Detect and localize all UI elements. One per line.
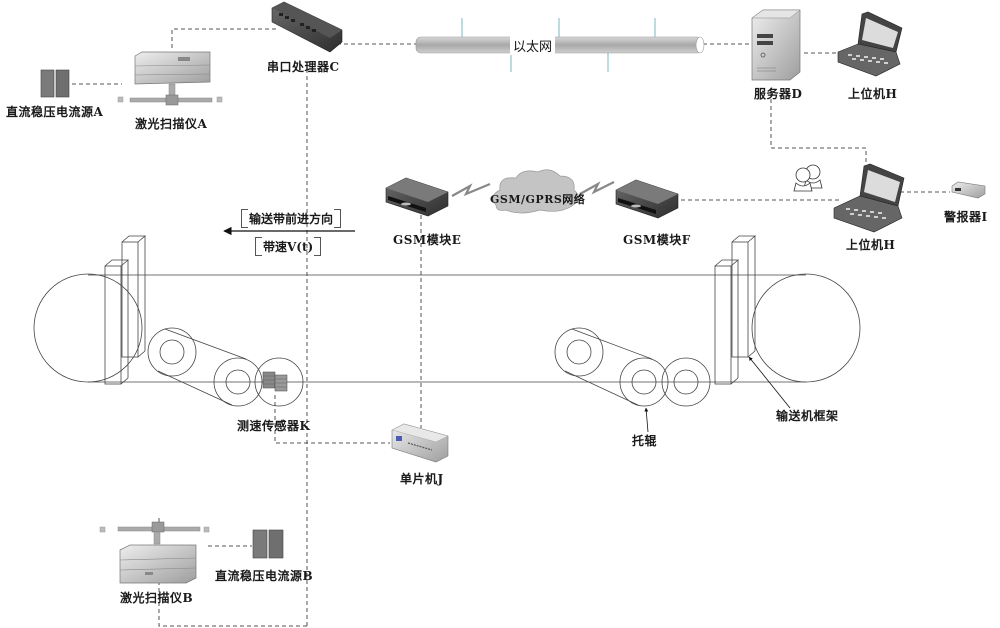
line-laser-a-to-serial-c xyxy=(171,28,278,48)
roller xyxy=(213,357,263,407)
frame-right xyxy=(714,235,757,385)
speed-sensor-k-icon xyxy=(262,371,288,392)
roller-label: 托辊 xyxy=(632,434,658,448)
roller xyxy=(554,327,604,377)
drum-right xyxy=(751,273,861,383)
serial-processor-c-label: 串口处理器C xyxy=(267,60,340,74)
line-bottom-loop xyxy=(158,515,307,627)
gsm-cloud-icon xyxy=(492,169,579,214)
mcu-j-label: 单片机J xyxy=(400,472,444,486)
roller xyxy=(147,327,197,377)
serial-processor-c-icon xyxy=(271,1,343,53)
drum-left xyxy=(33,273,143,383)
power-supply-b-icon xyxy=(252,529,284,559)
laser-scanner-a-icon xyxy=(117,51,223,106)
roller-pointer-arrow xyxy=(644,407,649,433)
server-d-label: 服务器D xyxy=(754,87,803,101)
roller xyxy=(661,357,711,407)
wireless-link-e-icon xyxy=(451,182,491,197)
conveyor xyxy=(33,235,861,407)
gsm-network-label: GSM/GPRS网络 xyxy=(490,193,586,206)
laser-scanner-b-label: 激光扫描仪B xyxy=(120,591,194,605)
belt-speed-label: 带速V(t) xyxy=(255,237,322,256)
gsm-module-f-label: GSM模块F xyxy=(623,233,691,247)
frame-label: 输送机框架 xyxy=(776,409,839,423)
mcu-j-icon xyxy=(391,423,449,463)
host-computer-right-icon xyxy=(833,163,905,233)
users-icon xyxy=(793,164,823,192)
alarm-i-label: 警报器I xyxy=(944,210,988,224)
power-supply-b-label: 直流稳压电流源B xyxy=(215,569,314,583)
power-supply-a-icon xyxy=(40,69,70,98)
ethernet-bus xyxy=(415,18,705,72)
alarm-i-icon xyxy=(951,181,986,199)
belt-direction-label: 输送带前进方向 xyxy=(241,209,342,228)
gsm-module-e-label: GSM模块E xyxy=(393,233,462,247)
roller xyxy=(619,357,669,407)
host-right-label: 上位机H xyxy=(846,238,896,252)
speed-sensor-k-label: 测速传感器K xyxy=(237,419,311,433)
laser-scanner-a-label: 激光扫描仪A xyxy=(135,117,208,131)
power-supply-a-label: 直流稳压电流源A xyxy=(6,105,104,119)
ethernet-label: 以太网 xyxy=(510,36,556,55)
frame-pointer-arrow xyxy=(748,356,791,409)
wireless-link-f-icon xyxy=(579,181,615,195)
gsm-module-e-icon xyxy=(385,177,449,217)
gsm-module-f-icon xyxy=(615,179,679,219)
server-d-icon xyxy=(751,9,801,81)
connection-lines xyxy=(72,28,950,628)
line-sensor-to-mcu xyxy=(274,395,390,444)
frame-left xyxy=(104,235,147,385)
host-computer-top-icon xyxy=(837,11,903,77)
laser-scanner-b-icon xyxy=(99,521,210,584)
host-top-label: 上位机H xyxy=(848,87,898,101)
line-server-to-host-right xyxy=(770,92,867,168)
roller xyxy=(254,357,304,407)
